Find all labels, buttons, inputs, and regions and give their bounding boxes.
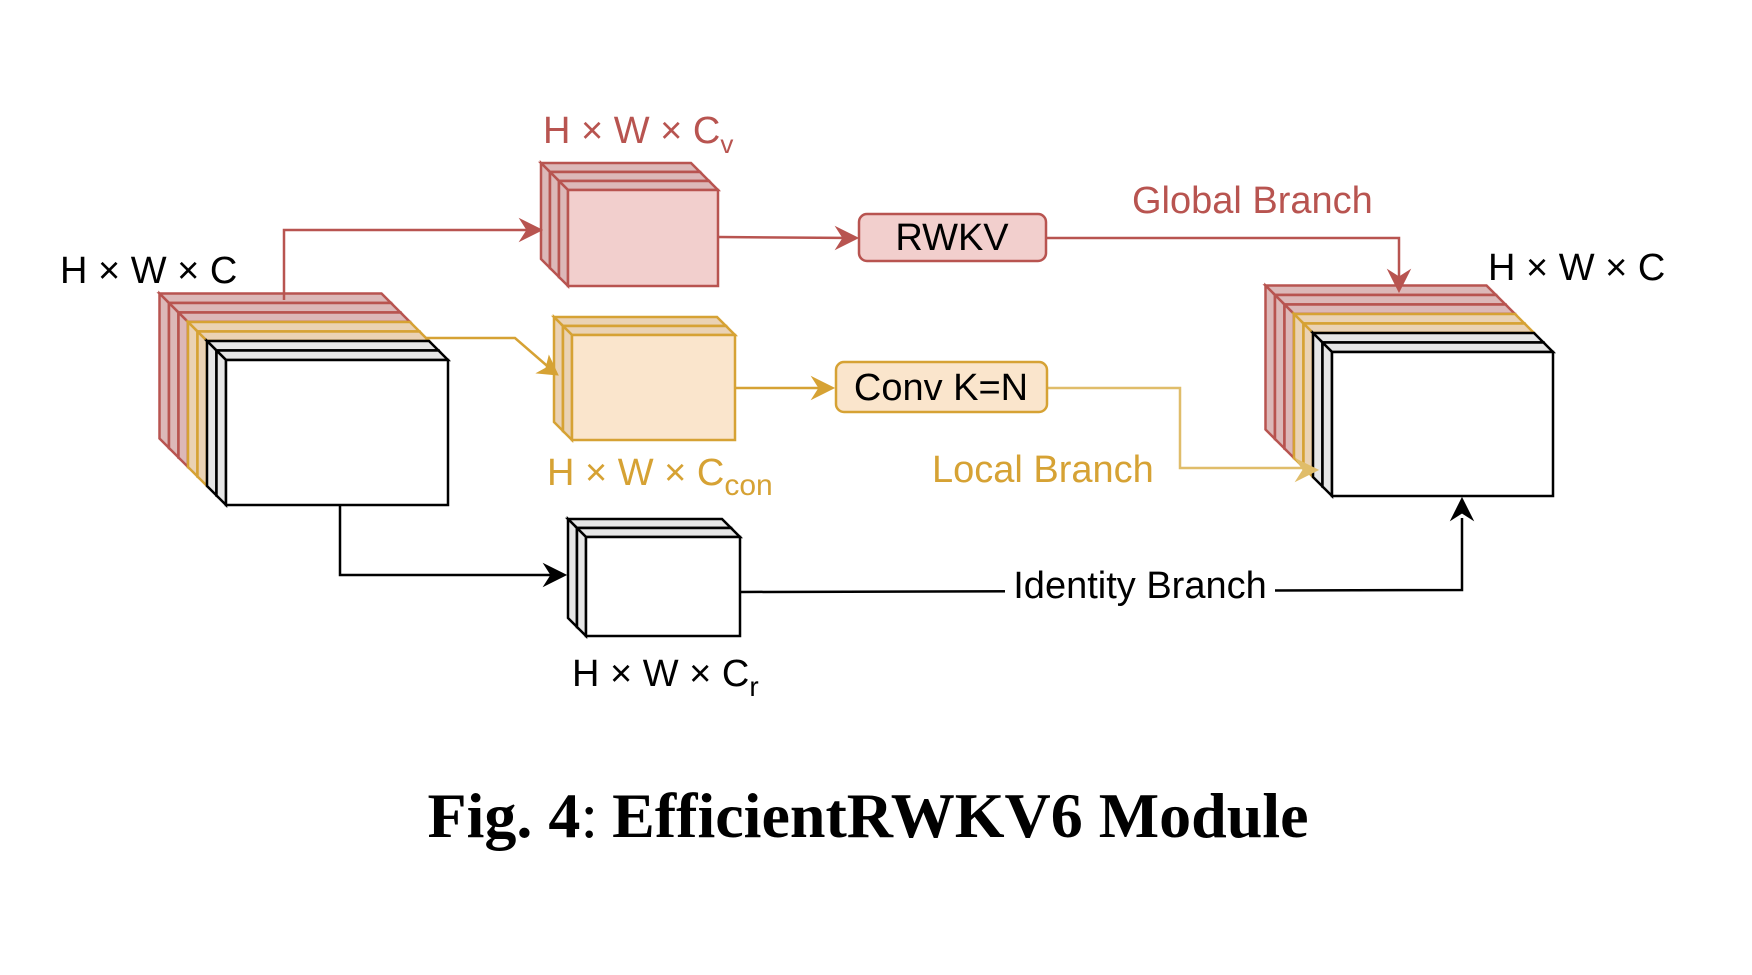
output-layer-5-side [1311, 329, 1324, 490]
identity-input-connector [338, 505, 564, 577]
local-shape-label: H × W × Ccon [547, 452, 773, 502]
global-layer-1-top [546, 170, 713, 183]
output-layer-6-side [1321, 339, 1334, 500]
output-layer-6 [1319, 339, 1557, 500]
output-layer-1-side [1273, 291, 1286, 452]
local-layer-1-front [570, 333, 737, 442]
output-layer-0-side [1264, 282, 1277, 443]
conv-block: Conv K=N [834, 360, 1049, 414]
local-output-connector [1047, 386, 1308, 470]
output-layer-6-front [1330, 350, 1555, 498]
local-input-connector [425, 336, 554, 372]
input-layer-4-top [194, 330, 433, 343]
output-layer-3-top [1290, 312, 1528, 325]
local-output-arrow-icon [1294, 457, 1320, 483]
local-branch-label: Local Branch [932, 449, 1154, 491]
identity-label-bg [1005, 565, 1275, 605]
output-layer-2-side [1283, 301, 1296, 462]
input-layer-6-top [213, 349, 452, 362]
output-layer-6-top [1319, 341, 1557, 354]
identity-output-arrow-icon [1449, 496, 1475, 522]
identity-tensor-stack [564, 515, 744, 640]
input-layer-6-side [215, 347, 228, 509]
input-layer-5-side [205, 337, 218, 499]
output-shape-label: H × W × C [1488, 247, 1665, 289]
input-layer-6 [213, 347, 452, 509]
output-layer-2-top [1281, 303, 1519, 316]
connectors [282, 217, 1475, 594]
output-layer-4-top [1300, 322, 1538, 335]
identity-layer-1 [573, 524, 744, 640]
identity-layer-1-top [573, 526, 744, 539]
output-layer-4-side [1302, 320, 1315, 481]
output-layer-3-side [1292, 310, 1305, 471]
global-layer-1-side [548, 168, 561, 281]
input-tensor-stack [156, 290, 452, 509]
output-layer-5-top [1309, 331, 1547, 344]
input-layer-0-side [158, 290, 171, 452]
identity-input-arrow-icon [542, 562, 568, 588]
conv-arrow-icon [810, 375, 836, 401]
input-layer-2-top [175, 311, 414, 324]
identity-shape-label: H × W × Cr [572, 653, 759, 702]
identity-branch-label: Identity Branch [1013, 565, 1266, 607]
identity-layer-0-side [566, 515, 579, 631]
identity-output-connector [739, 518, 1464, 594]
global-output-arrow-icon [1386, 268, 1412, 294]
global-layer-2 [555, 177, 722, 290]
identity-layer-1-side [575, 524, 588, 640]
input-layer-3-side [186, 318, 199, 480]
rwkv-arrow-icon [834, 225, 860, 251]
local-layer-0-top [550, 315, 730, 328]
global-output-connector [1046, 236, 1401, 290]
rwkv-box [857, 212, 1048, 263]
rwkv-block: RWKV [857, 212, 1048, 263]
caption-prefix: Fig. 4 [428, 780, 581, 851]
global-rwkv-connector [717, 235, 857, 240]
local-input-arrow-icon [535, 354, 559, 376]
global-layer-0-side [539, 159, 552, 272]
global-branch-label: Global Branch [1132, 180, 1373, 222]
global-shape-label: H × W × Cv [543, 110, 733, 159]
global-layer-2-side [557, 177, 570, 290]
global-input-arrow-icon [518, 217, 544, 243]
global-layer-2-front [566, 188, 720, 288]
input-layer-2-side [177, 309, 190, 471]
input-layer-6-front [224, 358, 450, 507]
global-tensor-stack [537, 159, 722, 290]
caption-title: EfficientRWKV6 Module [612, 780, 1308, 851]
input-layer-0-top [156, 292, 395, 305]
global-layer-0-top [537, 161, 704, 174]
conv-label: Conv K=N [854, 367, 1028, 409]
identity-layer-0-top [564, 517, 735, 530]
conv-box [834, 360, 1049, 414]
global-layer-2-top [555, 179, 722, 192]
figure-caption: Fig. 4:EfficientRWKV6 Module [428, 780, 1309, 851]
rwkv-label: RWKV [895, 217, 1009, 259]
local-layer-1 [559, 322, 739, 444]
output-layer-1-top [1271, 293, 1509, 306]
input-layer-5-top [203, 339, 442, 352]
global-input-connector [282, 228, 540, 300]
local-layer-1-side [561, 322, 574, 444]
local-layer-1-top [559, 324, 739, 337]
caption-separator: : [580, 780, 598, 851]
input-layer-1-top [165, 301, 404, 314]
identity-layer-1-front [584, 535, 742, 638]
local-tensor-stack [550, 313, 739, 444]
output-layer-0-top [1262, 284, 1500, 297]
input-layer-1-side [167, 299, 180, 461]
input-layer-4-side [196, 328, 209, 490]
input-layer-3-top [184, 320, 423, 333]
input-shape-label: H × W × C [60, 250, 237, 292]
output-tensor-stack [1262, 282, 1557, 500]
